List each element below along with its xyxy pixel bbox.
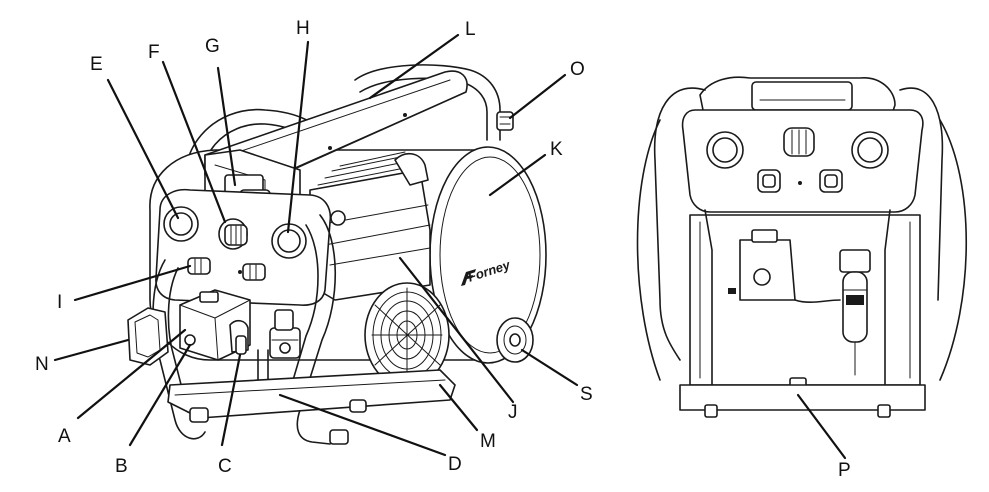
leader-K — [488, 153, 547, 197]
wheel — [496, 317, 534, 363]
foot-3 — [349, 399, 367, 413]
label-J: J — [508, 402, 518, 423]
rear-pressure-switch — [728, 229, 796, 301]
label-L: L — [465, 19, 476, 40]
leader-A — [76, 328, 187, 420]
label-S: S — [580, 384, 593, 405]
label-D: D — [448, 454, 462, 475]
label-K: K — [550, 139, 563, 160]
front-cage-left-inner — [167, 267, 189, 413]
rear-air-line — [794, 299, 841, 303]
carry-bar-shroud — [204, 70, 468, 176]
check-valve — [269, 309, 301, 359]
rear-regulator-knob — [783, 127, 815, 157]
leader-P — [796, 393, 847, 460]
callout-labels: E F G H L O K I N A B C D M J S P — [35, 18, 851, 481]
label-G: G — [205, 36, 220, 57]
rear-fitting — [496, 111, 514, 131]
label-C: C — [218, 456, 232, 477]
label-B: B — [115, 456, 128, 477]
foot-1 — [189, 407, 209, 423]
rear-tank-right — [939, 119, 967, 381]
label-N: N — [35, 354, 49, 375]
rear-cage-left — [653, 87, 706, 361]
leader-C — [220, 353, 242, 447]
label-O: O — [570, 59, 585, 80]
air-filter — [839, 249, 871, 376]
foot-2 — [329, 429, 349, 445]
base-frame — [167, 369, 456, 419]
front-view: Forney — [127, 64, 547, 445]
front-cage-right — [296, 214, 337, 445]
label-I: I — [57, 292, 62, 313]
label-F: F — [148, 42, 160, 63]
leader-S — [520, 348, 579, 387]
cooling-fan — [364, 282, 450, 388]
label-H: H — [296, 18, 310, 39]
leader-N — [53, 338, 130, 362]
leader-H — [286, 40, 310, 234]
leader-D — [278, 393, 447, 457]
label-M: M — [480, 431, 496, 452]
top-handle — [354, 64, 501, 141]
rear-handle-grip — [751, 81, 853, 111]
rear-upright-left — [704, 209, 713, 391]
rear-body — [689, 214, 921, 386]
control-panel — [155, 188, 332, 306]
label-P: P — [838, 460, 851, 481]
leader-J — [398, 256, 515, 404]
front-cage-left — [152, 259, 206, 440]
front-cage-right-inner — [285, 224, 319, 405]
rear-cage-right — [899, 87, 944, 301]
rear-tank-left — [636, 119, 661, 381]
leader-lines — [53, 33, 847, 460]
rear-view — [636, 76, 967, 418]
quick-coupler-left — [187, 257, 211, 275]
leader-L — [368, 33, 460, 100]
tank-end-cap-inner — [439, 156, 541, 354]
pressure-switch — [179, 289, 251, 361]
label-A: A — [58, 426, 71, 447]
rear-upright-right — [884, 209, 891, 391]
leader-O — [508, 73, 567, 120]
leader-E — [106, 78, 180, 220]
quick-coupler-right — [242, 263, 266, 281]
leader-M — [438, 383, 479, 432]
regulator-knob — [218, 218, 248, 250]
pump-head-fins — [309, 151, 431, 301]
leader-G — [216, 66, 237, 187]
leader-F — [161, 60, 227, 224]
label-E: E — [90, 54, 103, 75]
leader-I — [73, 264, 192, 302]
leader-B — [128, 343, 192, 447]
brand-mark — [461, 269, 476, 286]
tank-pressure-gauge — [163, 206, 199, 242]
